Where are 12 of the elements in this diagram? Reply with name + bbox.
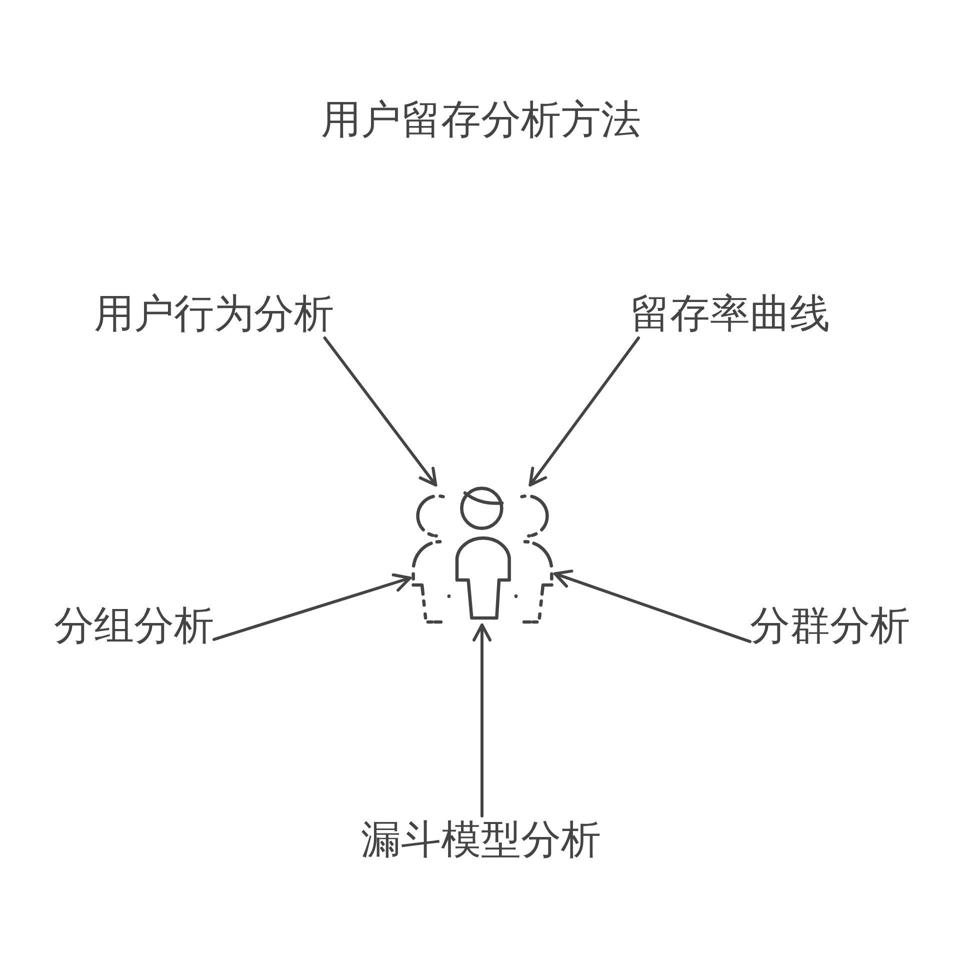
method-label: 漏斗模型分析 — [361, 816, 601, 864]
method-label: 用户行为分析 — [94, 290, 334, 338]
method-label: 分群分析 — [750, 602, 910, 650]
arrow — [212, 573, 412, 641]
diagram-title: 用户留存分析方法 — [321, 96, 641, 144]
arrow — [554, 570, 752, 644]
arrow — [323, 336, 438, 486]
method-label: 分组分析 — [54, 602, 214, 650]
arrow — [472, 624, 492, 818]
arrow — [528, 336, 640, 486]
user-group-icon — [410, 485, 555, 625]
method-label: 留存率曲线 — [630, 290, 830, 338]
